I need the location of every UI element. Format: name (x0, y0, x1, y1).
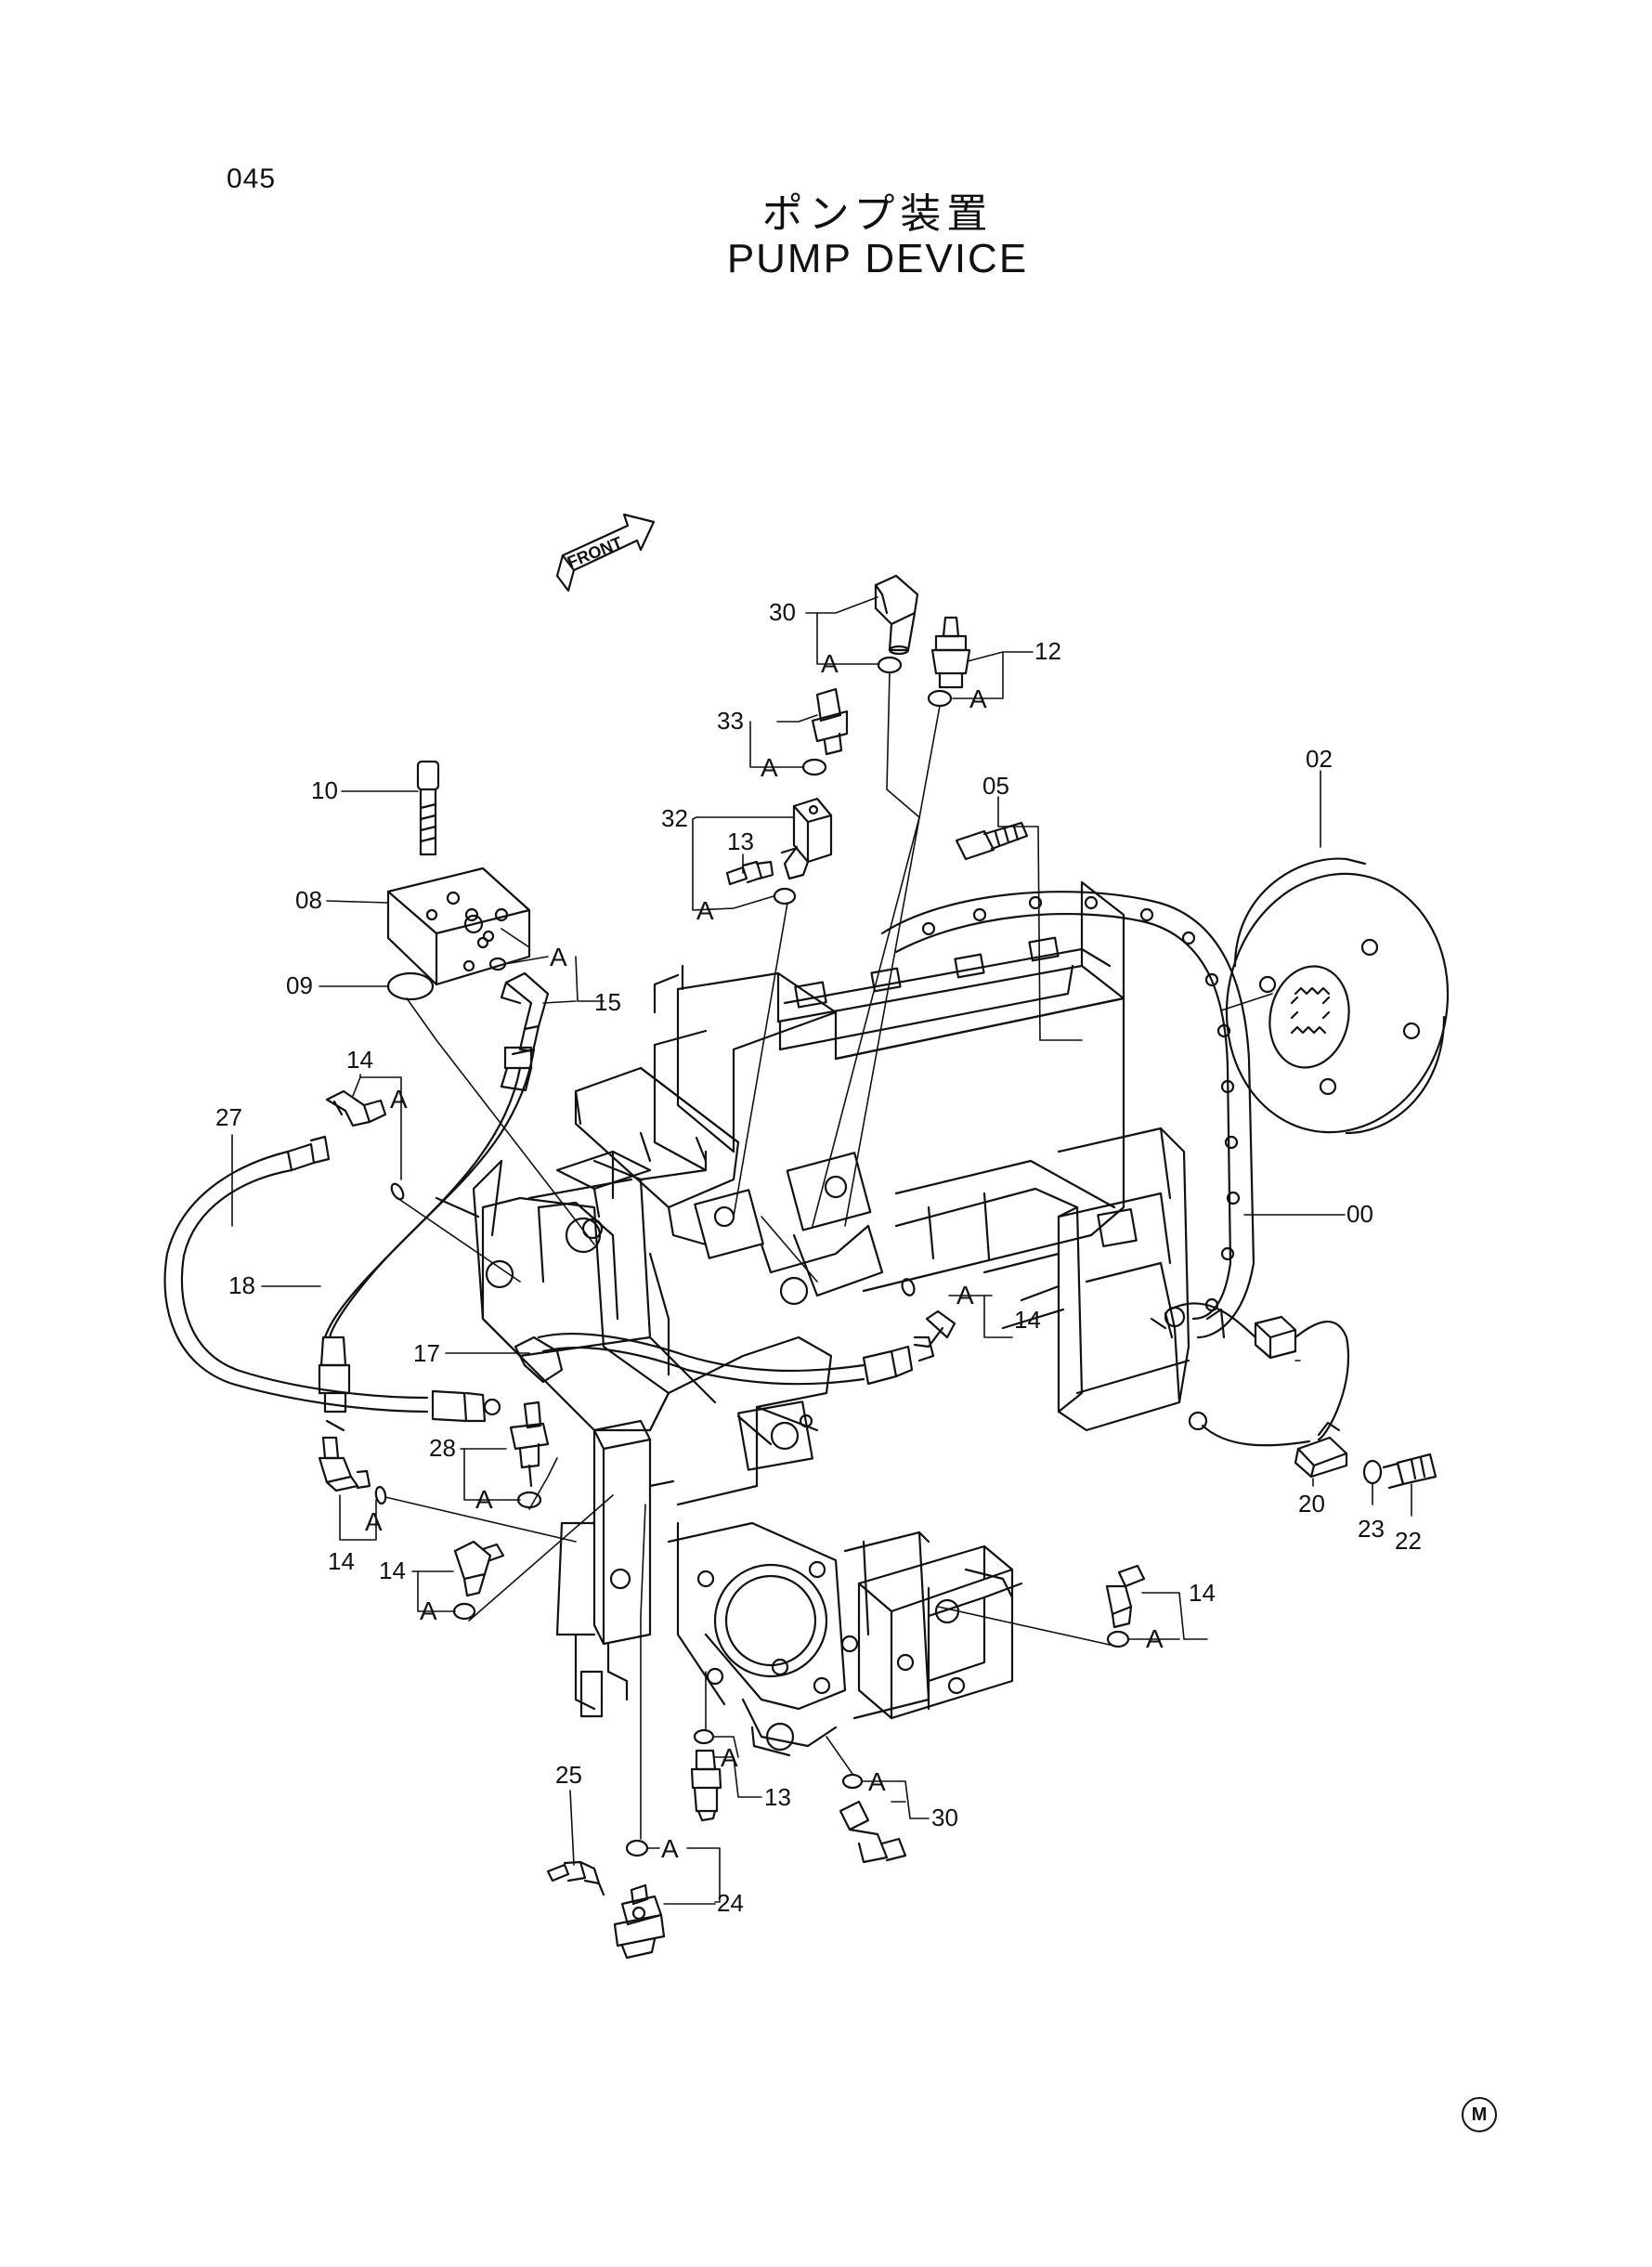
tee-fitting-28 (509, 1401, 550, 1488)
callout-24: 24 (717, 1889, 744, 1917)
a-mark: A (868, 1767, 886, 1796)
elbow-fitting-14-right (1105, 1564, 1146, 1629)
callout-22: 22 (1395, 1527, 1422, 1555)
elbow-fitting-14-mid (913, 1309, 956, 1362)
a-mark: A (390, 1085, 408, 1114)
hoses (163, 1046, 536, 1432)
fitting-13-bottom (690, 1749, 722, 1822)
leader-lines (231, 596, 1412, 1905)
o-ring-33 (801, 758, 827, 776)
solenoid-valve (555, 1419, 675, 1718)
a-mark: A (956, 1281, 974, 1309)
elbow-fitting-30-bottom (839, 1800, 907, 1864)
callout-14-mid: 14 (1014, 1306, 1041, 1334)
callout-15: 15 (594, 988, 621, 1016)
right-gear-housing (894, 1127, 1226, 1432)
sensor-20 (1294, 1421, 1348, 1479)
o-ring-30-bottom (841, 1773, 864, 1790)
a-mark: A (475, 1485, 493, 1514)
pump-housing (435, 880, 1125, 1404)
coupling-disc (1225, 857, 1450, 1135)
page-number: 045 (227, 163, 277, 194)
callout-27: 27 (215, 1103, 242, 1131)
a-mark: A (721, 1743, 738, 1772)
a-reference-marks: A A A A A A A A A A A A A A (365, 649, 1164, 1863)
callout-14-left: 14 (346, 1046, 373, 1074)
callout-13-bottom: 13 (764, 1783, 791, 1811)
footer-mark: M (1462, 2097, 1497, 2132)
bolt-10 (416, 760, 440, 856)
elbow-fitting-14-lowb (453, 1540, 505, 1597)
fitting-33 (811, 687, 849, 756)
o-ring-09 (386, 971, 435, 1001)
callout-02: 02 (1306, 745, 1333, 773)
callout-numbers: 30 12 33 32 13 10 08 09 15 05 02 00 14 2… (215, 598, 1422, 1917)
callout-25: 25 (555, 1761, 582, 1789)
callout-05: 05 (982, 772, 1009, 800)
bolt-22 (1382, 1453, 1437, 1490)
callout-20: 20 (1298, 1490, 1325, 1518)
callout-12: 12 (1034, 637, 1061, 665)
bolt-05 (955, 821, 1029, 861)
probe-25 (546, 1860, 605, 1896)
callout-32: 32 (661, 804, 688, 832)
a-mark: A (661, 1834, 679, 1863)
front-label: FRONT (565, 533, 625, 572)
callout-09: 09 (286, 971, 313, 999)
elbow-fitting-30-top (874, 574, 919, 656)
elbow-fitting-14-left (325, 1089, 387, 1127)
a-mark: A (696, 896, 714, 925)
elbow-fitting-14-low (318, 1436, 371, 1492)
o-ring-32 (773, 887, 797, 905)
a-mark: A (550, 943, 567, 971)
a-mark: A (365, 1507, 383, 1536)
callout-30-top: 30 (769, 598, 796, 626)
callout-28: 28 (429, 1434, 456, 1462)
o-ring-14-mid (901, 1278, 916, 1296)
o-ring-30-top (877, 656, 903, 674)
regulator-blocks (574, 1066, 884, 1306)
callout-14-low: 14 (328, 1547, 355, 1575)
a-mark: A (1146, 1624, 1164, 1653)
callout-30-bottom: 30 (931, 1804, 958, 1831)
o-ring-14-lowb (452, 1602, 476, 1621)
callout-23: 23 (1358, 1515, 1385, 1543)
front-arrow-icon: FRONT (555, 513, 656, 593)
callout-33: 33 (717, 707, 744, 735)
page-title-english: PUMP DEVICE (726, 236, 1029, 281)
callout-13-top: 13 (727, 827, 754, 855)
o-ring-14-low (374, 1485, 387, 1505)
washer-23 (1362, 1459, 1383, 1485)
o-ring-14-left (390, 1182, 405, 1201)
a-mark: A (761, 753, 778, 782)
valve-32 (780, 797, 833, 880)
o-ring-12 (927, 689, 953, 708)
flange-ring (880, 891, 1255, 1339)
callout-17: 17 (413, 1339, 440, 1367)
gear-pump (857, 1544, 1014, 1720)
callout-18: 18 (228, 1271, 255, 1299)
o-ring-13-bottom (693, 1728, 715, 1745)
callout-10: 10 (311, 776, 338, 804)
elbow-fitting-15 (488, 957, 550, 1053)
callout-00: 00 (1346, 1200, 1373, 1228)
callout-14-right: 14 (1189, 1579, 1216, 1607)
fitting-12 (930, 616, 971, 689)
callout-14-lowb: 14 (379, 1557, 406, 1584)
page-title-japanese: ポンプ装置 (761, 190, 994, 238)
top-cover (653, 964, 1074, 1051)
callout-08: 08 (295, 886, 322, 914)
a-mark: A (420, 1596, 437, 1625)
connector-plug (1164, 1302, 1350, 1447)
left-pump-section (481, 1150, 670, 1432)
fitting-24 (613, 1883, 666, 1960)
o-ring-24 (625, 1839, 649, 1857)
hose-17 (514, 1333, 914, 1386)
a-mark: A (969, 684, 987, 713)
fitting-13-top (725, 860, 774, 886)
manifold-block (386, 866, 531, 986)
a-mark: A (821, 649, 839, 678)
